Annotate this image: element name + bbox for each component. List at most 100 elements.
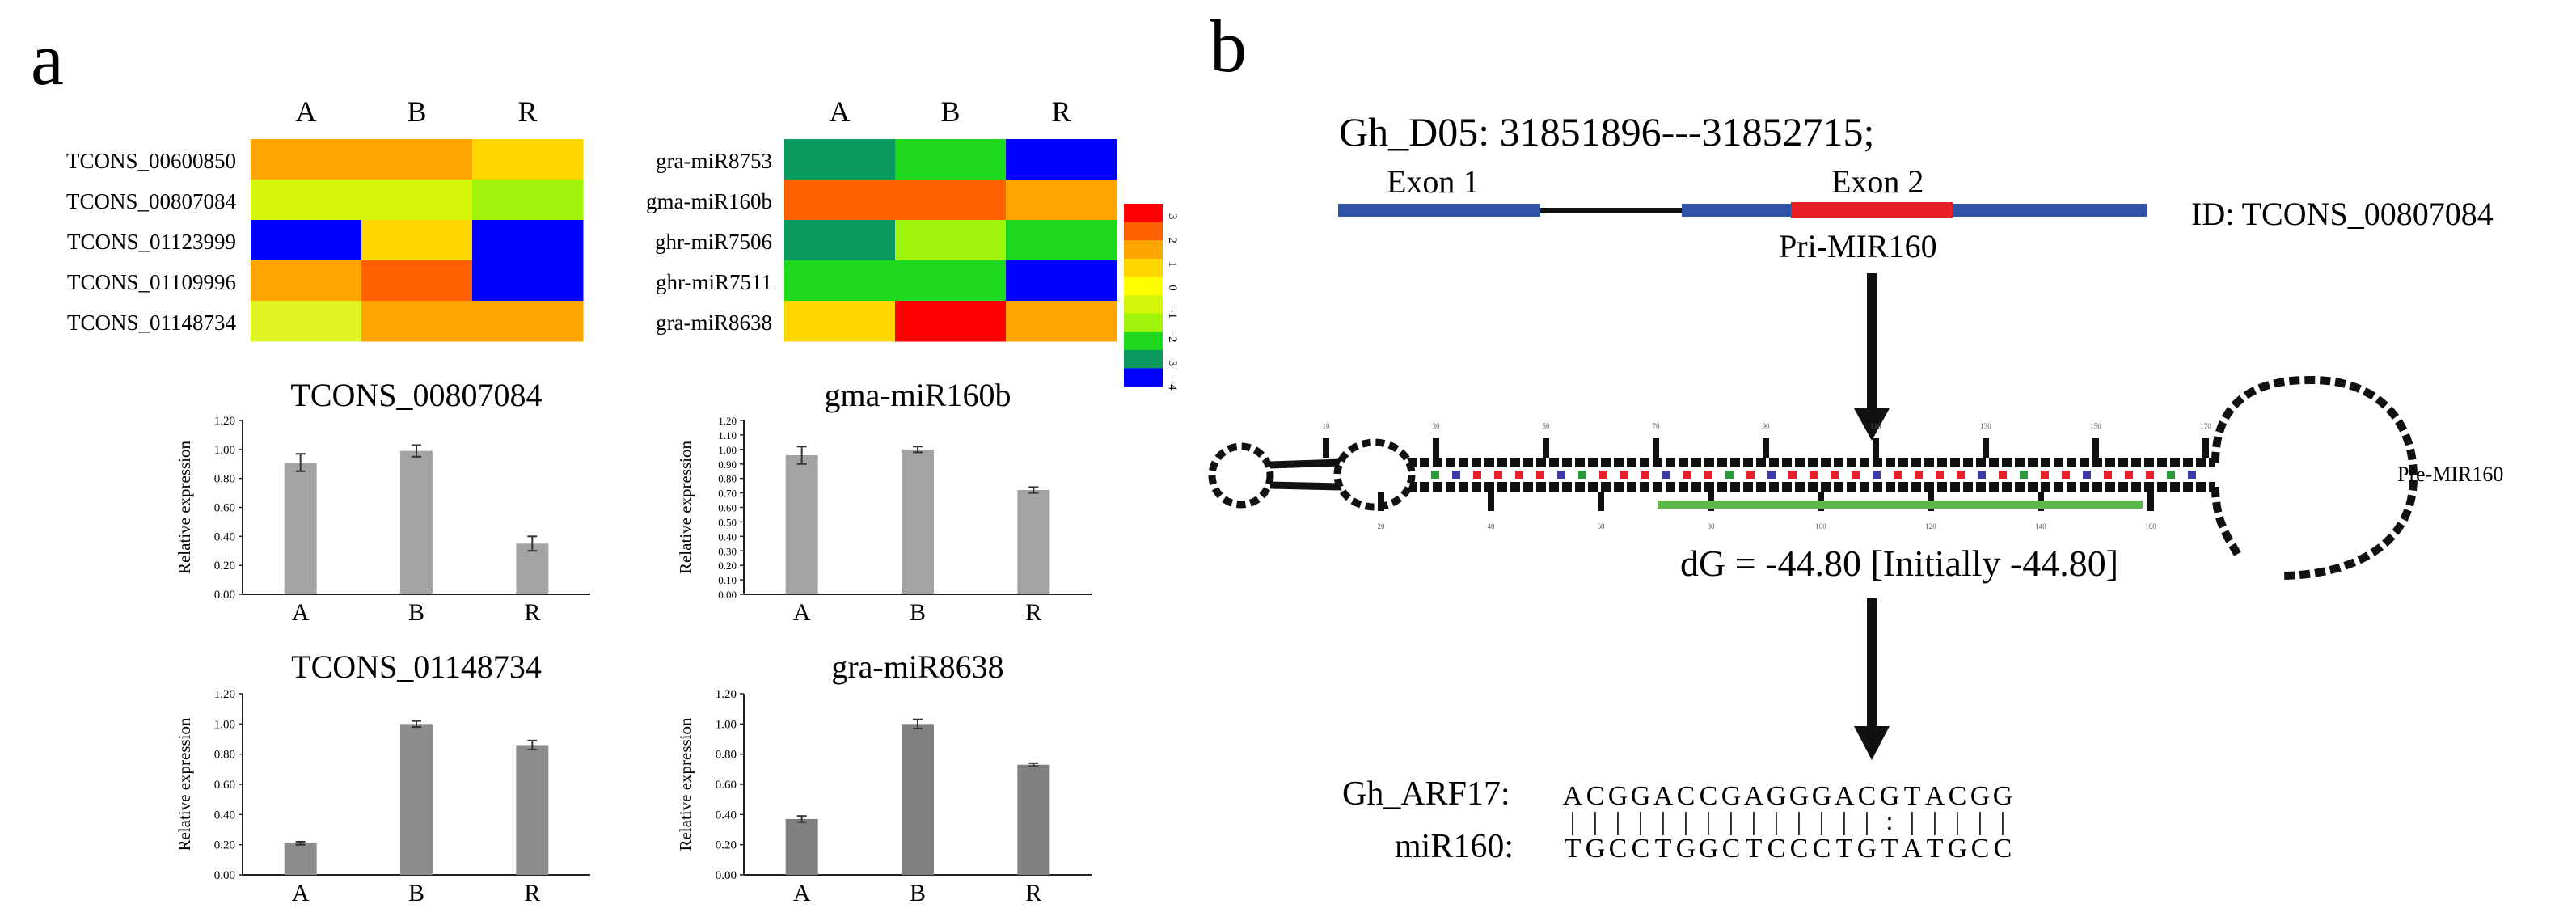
x-tick-label: B xyxy=(910,880,926,906)
heatmap-row-label: gra-miR8753 xyxy=(656,149,772,173)
mirna-base: G xyxy=(1948,834,1968,864)
arrowhead-1 xyxy=(1854,408,1890,441)
base-pair-marker xyxy=(1915,471,1923,479)
position-tick-label: 20 xyxy=(1378,522,1386,530)
position-tick-label: 90 xyxy=(1763,422,1771,430)
chart-title: gra-miR8638 xyxy=(831,649,1003,685)
mirna-base: G xyxy=(1699,834,1719,864)
mirna-base: G xyxy=(1857,834,1877,864)
loop-connector xyxy=(1269,458,1343,469)
colorbar-tick-label: -4 xyxy=(1166,380,1179,391)
internal-loop xyxy=(1333,438,1416,511)
heatmap-cell xyxy=(251,260,362,302)
heatmap-cell xyxy=(784,301,896,342)
bar xyxy=(902,724,934,875)
position-tick xyxy=(1653,438,1659,458)
y-tick-label: 0.30 xyxy=(718,545,737,557)
position-tick-label: 170 xyxy=(2200,422,2211,430)
position-tick-label: 30 xyxy=(1433,422,1441,430)
mirna-base: A xyxy=(1902,834,1923,864)
exon1-label: Exon 1 xyxy=(1387,163,1479,200)
mirna-base: C xyxy=(1790,834,1809,864)
mirna-base: G xyxy=(1586,834,1606,864)
position-tick-label: 50 xyxy=(1543,422,1551,430)
position-tick xyxy=(2202,438,2209,458)
base-pair-marker xyxy=(1810,471,1818,479)
chart-title: gma-miR160b xyxy=(824,377,1011,413)
position-tick-label: 10 xyxy=(1323,422,1331,430)
position-tick xyxy=(1323,438,1329,458)
colorbar-tick-label: 3 xyxy=(1166,213,1179,220)
heatmap-cell xyxy=(472,260,584,302)
heatmap-row-label: ghr-miR7511 xyxy=(656,270,772,294)
exon1-box xyxy=(1338,204,1540,217)
base-pair-marker xyxy=(2041,471,2049,479)
target-base: A xyxy=(1835,781,1855,811)
panel-label-a: a xyxy=(31,18,64,100)
pairing-mark: | xyxy=(1819,806,1824,835)
mirna-base: T xyxy=(1655,834,1672,864)
bar xyxy=(1017,490,1050,594)
target-base: A xyxy=(1653,781,1674,811)
bar-chart: gra-miR86380.000.200.400.600.801.001.20R… xyxy=(676,649,1092,906)
y-tick-label: 0.40 xyxy=(716,809,737,822)
colorbar-tick-label: -2 xyxy=(1166,332,1179,343)
target-base: C xyxy=(1949,781,1967,811)
pairing-mark: | xyxy=(1661,806,1666,835)
target-base: G xyxy=(1993,781,2013,811)
position-tick-label: 40 xyxy=(1488,522,1496,530)
base-pair-marker xyxy=(1599,471,1607,479)
y-tick-label: 1.00 xyxy=(214,718,235,731)
mirna-base: C xyxy=(1994,834,2012,864)
bar xyxy=(516,745,549,875)
y-tick-label: 0.60 xyxy=(214,779,235,792)
colorbar-swatch xyxy=(1124,204,1163,223)
heatmap-column-label: R xyxy=(517,95,537,128)
target-base: C xyxy=(1586,781,1605,811)
target-base: G xyxy=(1721,781,1742,811)
mirna-base: T xyxy=(1927,834,1944,864)
base-pair-marker xyxy=(1725,471,1734,479)
heatmap-cell xyxy=(251,180,362,221)
heatmap-column-label: A xyxy=(830,95,851,128)
position-tick xyxy=(1543,438,1549,458)
base-pair-marker xyxy=(1746,471,1755,479)
x-tick-label: B xyxy=(910,599,926,626)
pairing-mark: | xyxy=(1615,806,1620,835)
base-pair-marker xyxy=(2020,471,2028,479)
heatmap-cell xyxy=(784,180,896,221)
mir160-region xyxy=(1791,202,1953,218)
y-tick-label: 0.80 xyxy=(214,473,235,486)
base-pair-marker xyxy=(1557,471,1565,479)
colorbar-swatch xyxy=(1124,222,1163,241)
pairing-mark: : xyxy=(1886,806,1894,835)
gene-model: Gh_D05: 31851896---31852715; Exon 1 Exon… xyxy=(1338,109,2494,441)
x-tick-label: B xyxy=(408,880,424,906)
base-pair-marker xyxy=(1641,471,1649,479)
target-gene-label: Gh_ARF17: xyxy=(1342,775,1510,813)
base-pair-marker xyxy=(2062,471,2070,479)
y-tick-label: 0.00 xyxy=(716,869,737,882)
y-axis-label: Relative expression xyxy=(676,717,695,851)
base-pair-marker xyxy=(1536,471,1544,479)
mirna-base: T xyxy=(1565,834,1581,864)
colorbar-tick-label: 0 xyxy=(1166,285,1179,291)
mirna-base: C xyxy=(1722,834,1741,864)
heatmap-row-label: TCONS_00600850 xyxy=(66,149,236,173)
colorbar-tick-label: 2 xyxy=(1166,237,1179,243)
heatmap-row-label: ghr-miR7506 xyxy=(655,230,772,254)
bar xyxy=(785,455,818,594)
exon2-label: Exon 2 xyxy=(1831,163,1924,200)
bar xyxy=(785,818,818,875)
base-pair-marker xyxy=(1852,471,1860,479)
pairing-mark: | xyxy=(1729,806,1734,835)
heatmap-cell xyxy=(361,220,473,261)
y-tick-label: 0.40 xyxy=(718,530,737,543)
target-base: G xyxy=(1608,781,1628,811)
base-pair-marker xyxy=(1999,471,2007,479)
position-tick xyxy=(1873,438,1879,458)
pre-mir160-label: Pre-MIR160 xyxy=(2397,463,2503,486)
bar-chart: TCONS_011487340.000.200.400.600.801.001.… xyxy=(175,649,590,906)
y-tick-label: 0.00 xyxy=(718,589,737,601)
